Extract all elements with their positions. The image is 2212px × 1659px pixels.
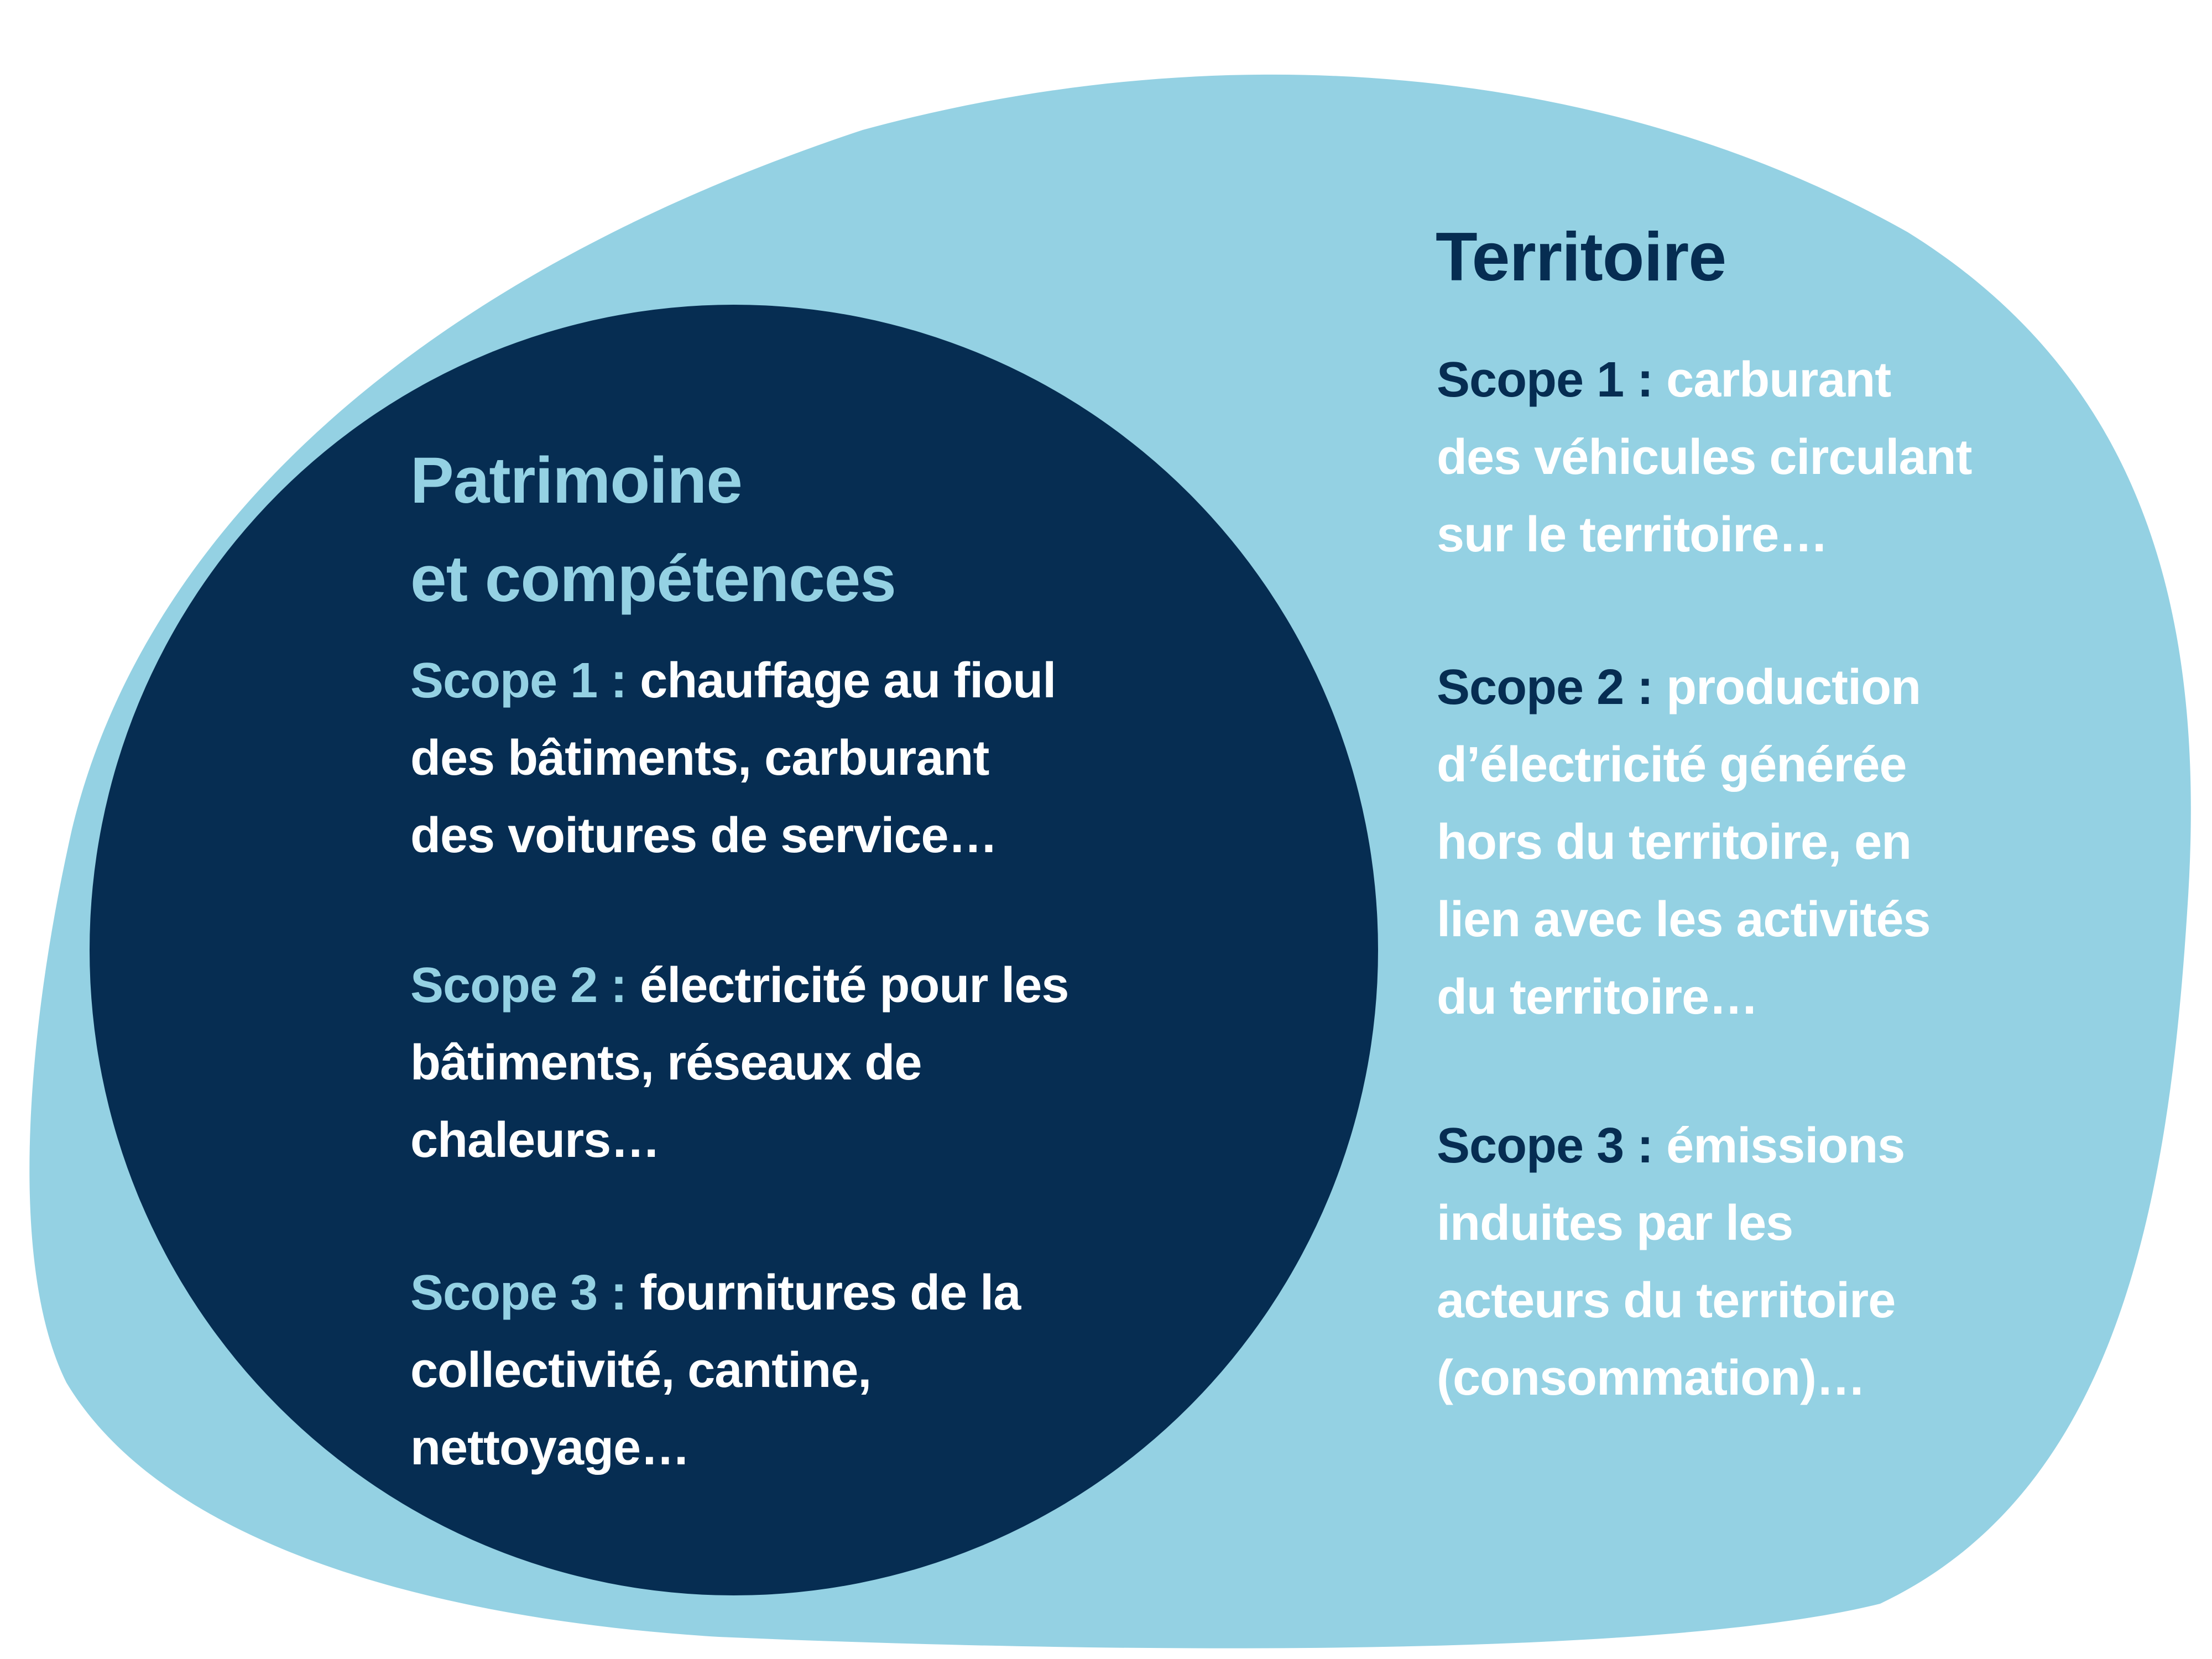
scope-label: Scope 1 : [410, 653, 627, 708]
territoire-scope-3: Scope 3 : émissions induites par les act… [1437, 1118, 1905, 1406]
scope-label: Scope 2 : [1437, 660, 1653, 715]
territoire-scope-2: Scope 2 : production d’électricité génér… [1437, 660, 1931, 1025]
territoire-title: Territoire [1436, 219, 1726, 295]
scope-label: Scope 3 : [1437, 1118, 1653, 1173]
patrimoine-scope-2: Scope 2 : électricité pour les bâtiments… [410, 958, 1069, 1168]
patrimoine-scope-3: Scope 3 : fournitures de la collectivité… [410, 1265, 1021, 1475]
patrimoine-circle [90, 305, 1378, 1595]
patrimoine-title: Patrimoine et compétences [410, 444, 896, 615]
scope-label: Scope 2 : [410, 958, 627, 1013]
patrimoine-scope-1: Scope 1 : chauffage au fioul des bâtimen… [410, 653, 1056, 863]
scope-label: Scope 1 : [1437, 352, 1653, 408]
territoire-scope-1: Scope 1 : carburant des véhicules circul… [1437, 352, 1972, 562]
scope-label: Scope 3 : [410, 1265, 627, 1321]
